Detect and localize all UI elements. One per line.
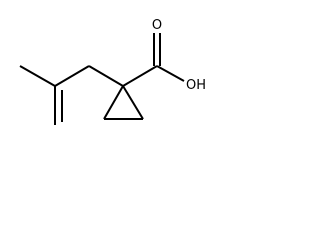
atom-label-oxygen: O: [152, 18, 162, 33]
bond-allyl-ch2: [54, 65, 90, 87]
bond-ring-carboxyl: [122, 65, 158, 87]
bond-hydroxyl: [156, 65, 185, 82]
ring-bond-right: [122, 85, 144, 120]
skeletal-structure: O OH: [19, 18, 206, 125]
bond-methyl: [19, 65, 56, 87]
bond-ch2-ring: [88, 65, 124, 87]
atom-label-hydroxyl: OH: [186, 78, 206, 93]
ring-bond-left: [103, 85, 124, 120]
